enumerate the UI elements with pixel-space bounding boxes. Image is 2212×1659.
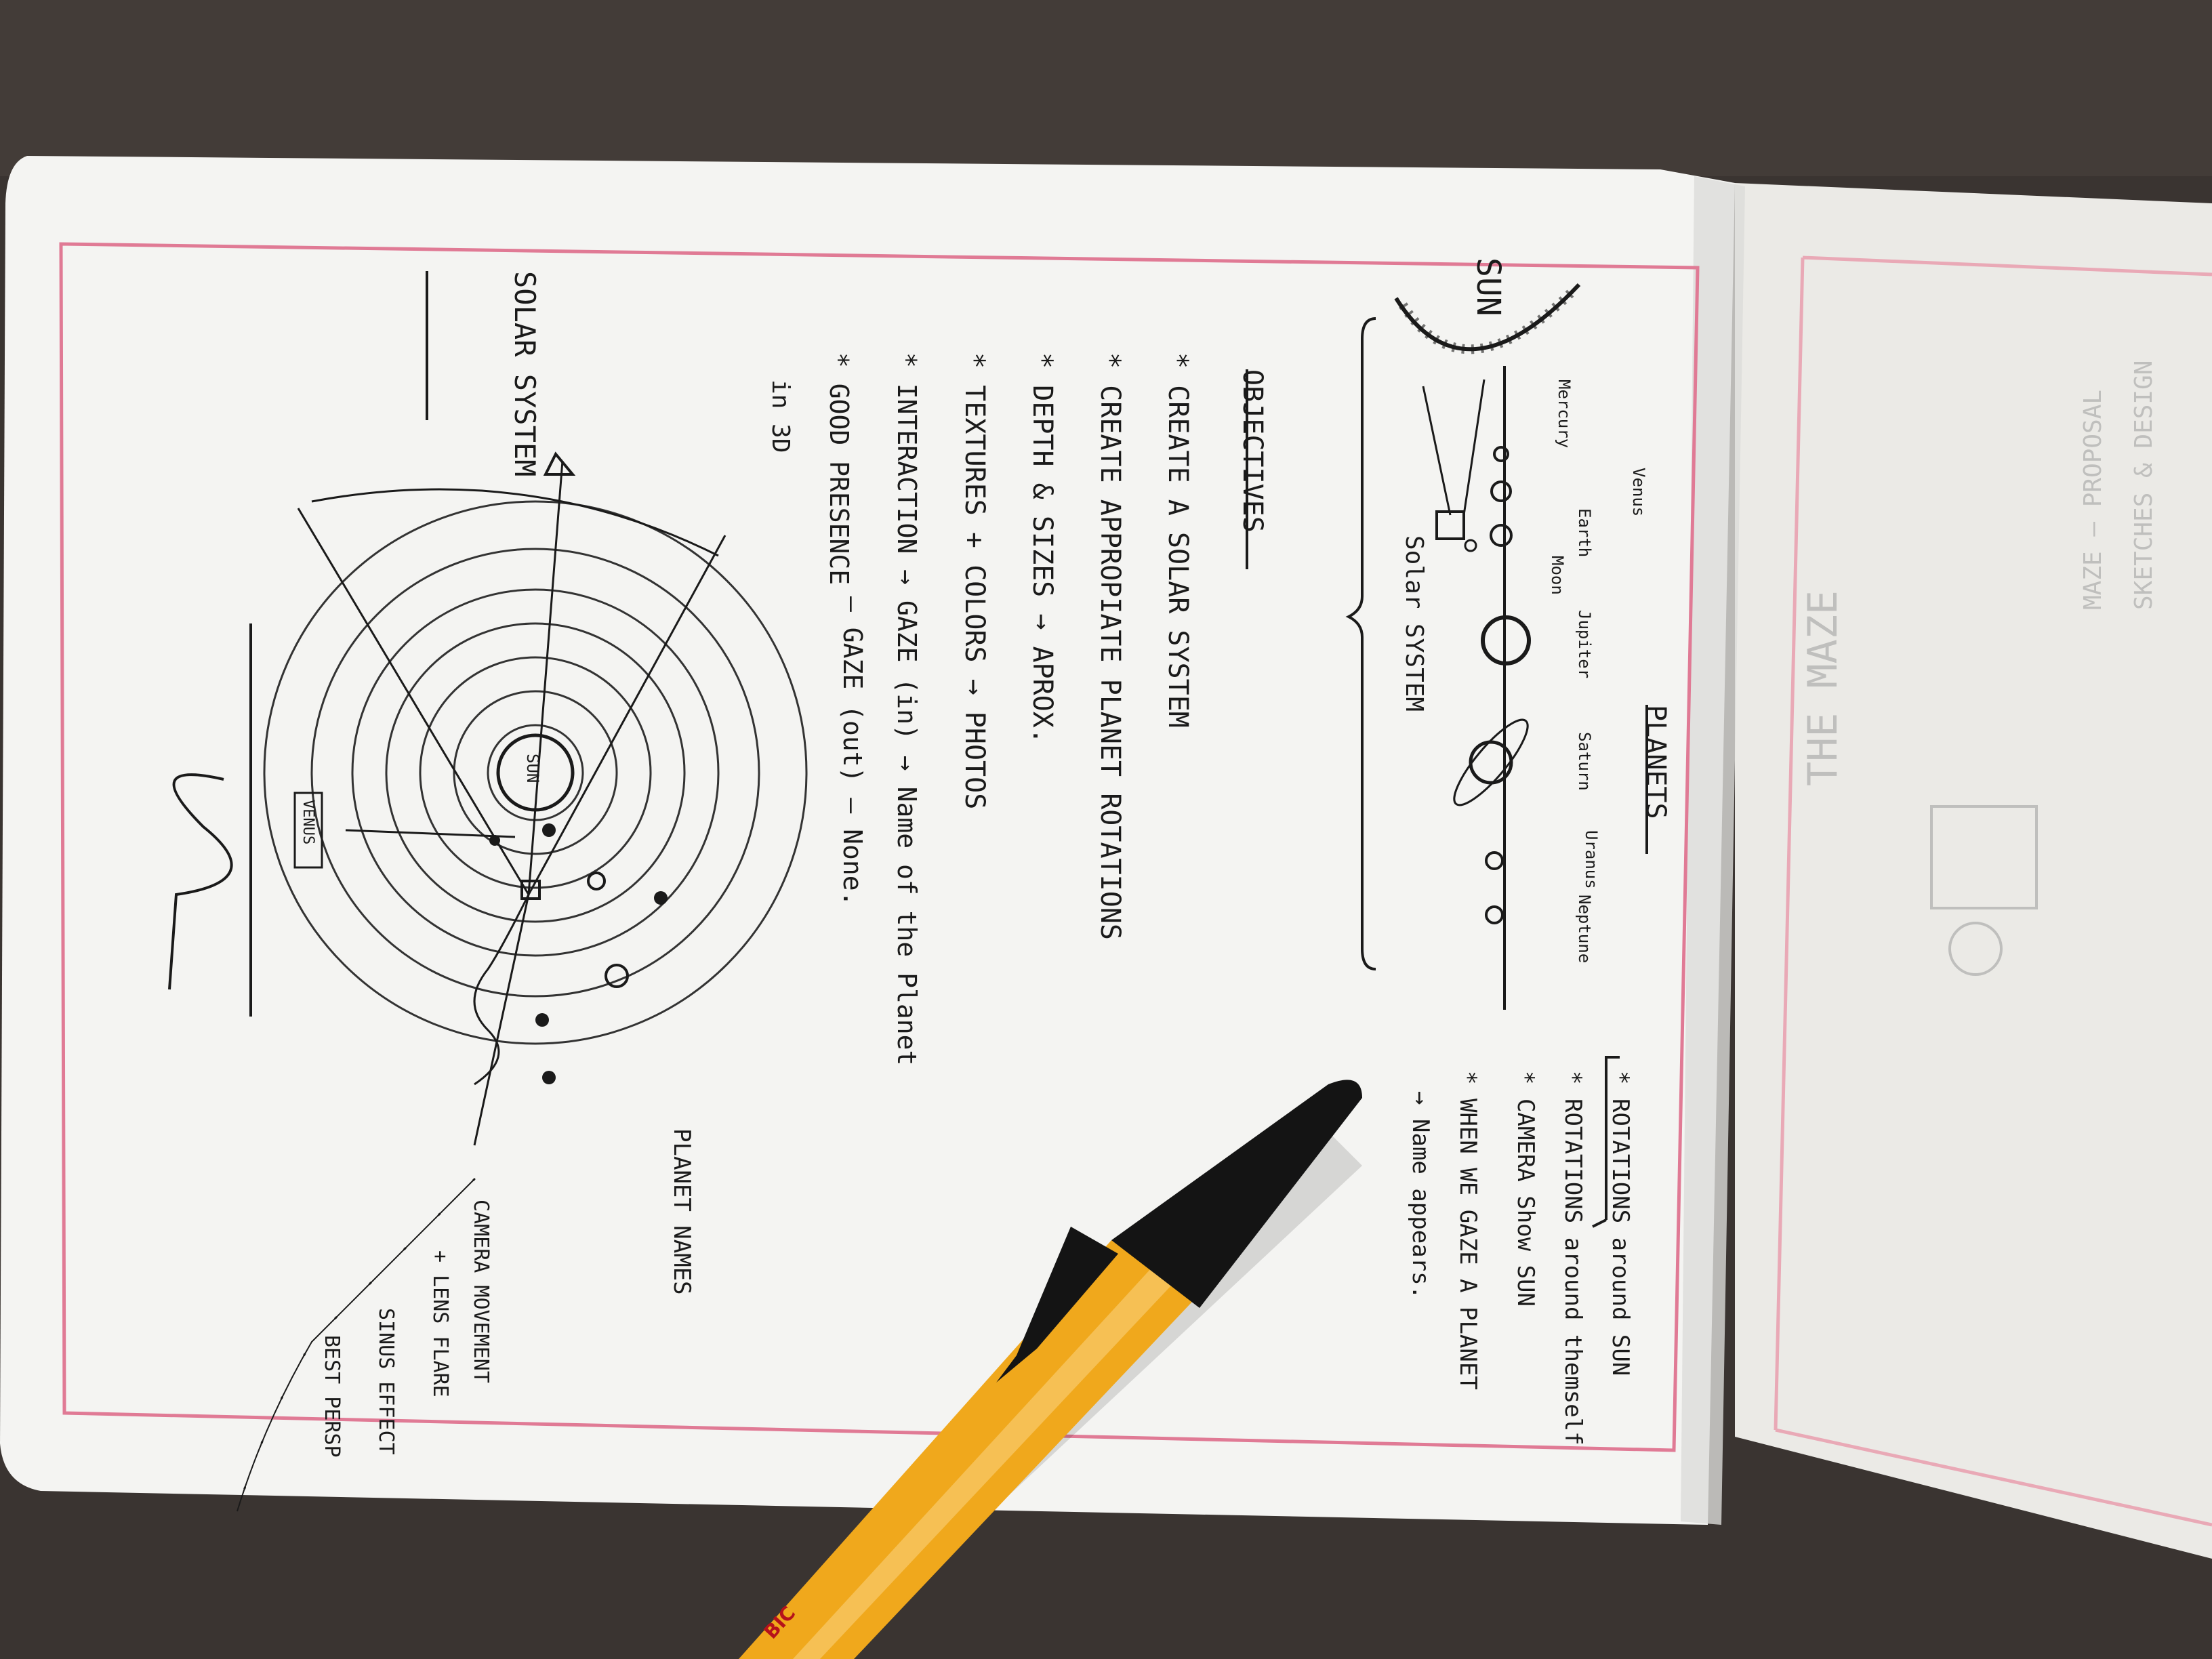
objective-item: — GAZE (out) — None. <box>838 596 867 907</box>
orbit-ring <box>263 500 808 1045</box>
note-line: * WHEN WE GAZE A PLANET <box>1454 1071 1481 1390</box>
pen-clip <box>996 1227 1118 1382</box>
objective-item: * CREATE APPROPIATE PLANET ROTATIONS <box>1094 352 1126 940</box>
planet-label: Earth <box>1575 508 1594 557</box>
venus-planet <box>1490 480 1512 502</box>
planet-label: Saturn <box>1575 732 1594 791</box>
sketch-planet <box>535 1013 549 1027</box>
carpet-shadow-top <box>0 0 2212 176</box>
orbit-ring <box>385 622 686 923</box>
note-line: → Name appears. <box>1407 1091 1434 1299</box>
venus-pointer <box>345 829 516 838</box>
objective-item: * DEPTH & SIZES → APROX. <box>1027 352 1058 744</box>
right-page <box>1735 183 2212 1559</box>
objective-item: in 3D <box>766 380 794 453</box>
camera-view-lines <box>1422 379 1486 516</box>
right-page-faint-text: THE MAZE MAZE — PROPOSAL SKETCHES & DESI… <box>1799 361 2158 976</box>
orbit-ring <box>310 548 760 998</box>
planet-labels: Mercury Venus Earth Moon Jupiter Saturn … <box>1548 380 1648 963</box>
sketch-planet <box>542 823 556 837</box>
sketch-camera-icon <box>520 880 541 900</box>
solar-system-brace <box>1345 317 1376 970</box>
sun-label: SUN <box>1469 258 1507 316</box>
sinus-wave <box>473 894 530 1086</box>
uranus-planet <box>1485 851 1504 870</box>
sketch-planet <box>542 1071 556 1084</box>
orbit-ring <box>351 588 720 957</box>
pen-barrel-highlight <box>793 1267 1172 1659</box>
planets-heading: PLANETS <box>1640 705 1671 819</box>
page-margin-frame <box>59 242 1700 1452</box>
objective-item: * CREATE A SOLAR SYSTEM <box>1162 352 1193 728</box>
pen-cap <box>1111 1080 1362 1308</box>
note-line: * ROTATIONS around themself <box>1559 1071 1586 1446</box>
planet-label: Neptune <box>1575 895 1594 963</box>
faint-title: THE MAZE <box>1799 590 1847 786</box>
solar-system-brace-label: Solar SYSTEM <box>1400 535 1428 712</box>
arrow-head-icon <box>543 451 576 476</box>
notes-bracket <box>1592 1056 1620 1228</box>
pen-barrel <box>739 1240 1193 1659</box>
ballpoint-pen: BIC <box>739 1080 1362 1659</box>
camera-note: SINUS EFFECT <box>374 1308 398 1455</box>
orbit-ring <box>419 656 652 889</box>
faint-logo-icon <box>1948 922 2003 976</box>
squiggle-mark <box>168 773 233 990</box>
solar-system-heading: SOLAR SYSTEM <box>508 271 541 476</box>
venus-tag-box <box>293 792 323 869</box>
planet-label: Mercury <box>1555 380 1574 448</box>
neptune-planet <box>1485 905 1504 924</box>
planets-notes: * ROTATIONS around SUN * ROTATIONS aroun… <box>1407 1071 1634 1446</box>
moon <box>1464 539 1477 552</box>
camera-notes: CAMERA MOVEMENT + LENS FLARE SINUS EFFEC… <box>320 1200 493 1458</box>
note-line: * CAMERA Show SUN <box>1512 1071 1539 1307</box>
mercury-planet <box>1493 446 1509 462</box>
camera-path-line <box>237 1179 475 1512</box>
planet-names-label: PLANET NAMES <box>668 1128 695 1295</box>
planet-label: Uranus <box>1582 830 1601 889</box>
objective-item: * INTERACTION → GAZE (in) → Name of the … <box>892 352 922 1065</box>
venus-tag-label: VENUS <box>300 800 316 844</box>
solar-system-sketch: SOLAR SYSTEM SUN <box>168 271 808 1513</box>
earth-planet <box>1490 524 1513 547</box>
camera-note: BEST PERSP <box>320 1335 344 1458</box>
sketch-planet <box>587 872 606 890</box>
objectives-heading: OBJECTIVES <box>1237 369 1268 533</box>
saturn-planet <box>1469 740 1513 785</box>
sketch-planet <box>605 964 629 988</box>
objective-item: * GOOD PRESENCE <box>824 352 854 585</box>
sketch-planet <box>654 891 668 905</box>
planet-label: Venus <box>1629 468 1648 516</box>
right-page-margin <box>1774 255 2212 1527</box>
jupiter-planet <box>1481 615 1531 665</box>
faint-maze-icon <box>1930 805 2038 909</box>
objective-item: * TEXTURES + COLORS → PHOTOS <box>959 352 990 809</box>
planet-label: Jupiter <box>1575 610 1594 678</box>
note-line: * ROTATIONS around SUN <box>1607 1071 1634 1376</box>
orbit-rings <box>263 500 808 1045</box>
camera-note: + LENS FLARE <box>428 1250 452 1397</box>
faint-line: MAZE — PROPOSAL <box>2079 390 2107 610</box>
left-page <box>0 156 1735 1525</box>
planet-label: Moon <box>1548 556 1567 595</box>
view-arc <box>311 488 719 557</box>
saturn-ring <box>1453 718 1529 806</box>
camera-note: CAMERA MOVEMENT <box>469 1200 493 1383</box>
planets-section: PLANETS SUN Mercury Venus Earth Moon Jup… <box>1345 258 1671 1446</box>
objectives-section: OBJECTIVES * CREATE A SOLAR SYSTEM * CRE… <box>766 352 1268 1065</box>
faint-line: SKETCHES & DESIGN <box>2130 361 2158 610</box>
page-gutter <box>1681 176 1745 1525</box>
orbit-ring <box>453 690 618 855</box>
